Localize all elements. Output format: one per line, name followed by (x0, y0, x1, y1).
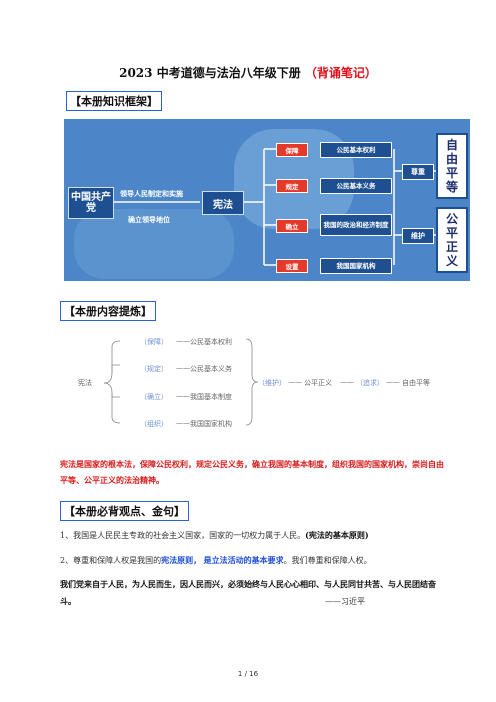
respect-box: 尊重 (402, 164, 434, 180)
maintain-box: 维护 (402, 228, 434, 244)
content-item-4: 我国国家机构 (190, 420, 232, 428)
freedom-equality-column: 自 由 平 等 (436, 133, 468, 199)
title-suffix: （背诵笔记） (304, 66, 377, 80)
knowledge-framework-diagram: 中国共产党 领导人民制定和实施 确立领导地位 宪法 保障 公民基本权利 规定 公… (64, 119, 470, 281)
summary-paragraph: 宪法是国家的根本法，保障公民权利，规定公民义务，确立我国的基本制度，组织我国的国… (60, 459, 444, 485)
content-dash-4: —— (176, 419, 190, 427)
content-connectors (103, 338, 259, 426)
key-point-1-note: (宪法的基本原则) (305, 530, 369, 540)
key-point-2-a: 2、尊重和保障人权是我国的 (60, 556, 162, 565)
content-tag-4: （组织） (140, 420, 168, 428)
tag-stipulate: 规定 (276, 179, 308, 193)
content-dash-1: —— (176, 337, 190, 345)
tag-set-up: 设置 (276, 259, 308, 273)
item-duties: 公民基本义务 (320, 178, 392, 194)
key-point-1-text: 1、我国是人民民主专政的社会主义国家，国家的一切权力属于人民。 (60, 531, 306, 540)
content-tag-2: （规定） (140, 365, 168, 373)
content-tail-dash-2: —— (340, 378, 354, 386)
content-tail-pursue: （追求） (356, 379, 384, 387)
constitution-box: 宪法 (202, 191, 244, 215)
content-tail-dash-1: —— (288, 378, 302, 386)
content-item-2: 公民基本义务 (190, 365, 232, 373)
content-summary-diagram: 宪法 （保障） —— 公民基本权利 （规定） —— 公民基本义务 （确立） ——… (64, 335, 470, 435)
key-point-1: 1、我国是人民民主专政的社会主义国家，国家的一切权力属于人民。(宪法的基本原则) (60, 529, 369, 542)
tag-guarantee: 保障 (276, 143, 308, 157)
quote-paragraph: 我们党来自于人民，为人民而生，因人民而兴，必须始终与人民心心相印、与人民同甘共苦… (60, 579, 436, 606)
content-tail-fairness: 公平正义 (304, 379, 332, 387)
document-title: 2023 中考道德与法治八年级下册 （背诵笔记） (0, 64, 496, 81)
content-tail-maintain: （维护） (258, 379, 286, 387)
link-bottom-label: 确立领导地位 (128, 216, 170, 224)
title-main: 中考道德与法治八年级下册 (156, 66, 301, 80)
fairness-justice-column: 公 平 正 义 (436, 207, 468, 273)
key-point-2: 2、尊重和保障人权是我国的宪法原则， 是立法活动的基本要求。我们尊重和保障人权。 (60, 554, 372, 567)
key-point-2-b: 宪法原则， (161, 555, 202, 565)
content-tail-dash-3: —— (386, 378, 400, 386)
content-tag-3: （确立） (140, 393, 168, 401)
framework-connectors (114, 148, 436, 266)
tag-establish: 确立 (276, 219, 308, 233)
item-state-organs: 我国国家机构 (320, 258, 392, 274)
page-number: 1 / 16 (237, 670, 259, 678)
content-dash-2: —— (176, 364, 190, 372)
item-rights: 公民基本权利 (320, 142, 392, 158)
key-point-2-c: 是立法活动的基本要求 (203, 555, 284, 565)
section-heading-content: 【本册内容提炼】 (60, 301, 156, 321)
content-tag-1: （保障） (140, 338, 168, 346)
content-dash-3: —— (176, 392, 190, 400)
content-item-1: 公民基本权利 (190, 338, 232, 346)
quote-author: ——习近平 (325, 597, 365, 606)
content-item-3: 我国基本制度 (190, 393, 232, 401)
item-systems: 我国的政治和经济制度 (320, 214, 392, 236)
content-tail-freedom: 自由平等 (402, 379, 430, 387)
cpc-box: 中国共产党 (68, 187, 114, 219)
title-year: 2023 (119, 66, 153, 80)
content-root: 宪法 (78, 379, 92, 387)
section-heading-framework: 【本册知识框架】 (66, 91, 162, 111)
link-top-label: 领导人民制定和实施 (120, 190, 183, 198)
section-heading-key-points: 【本册必背观点、金句】 (60, 501, 189, 521)
key-point-2-d: 。我们尊重和保障人权。 (283, 556, 372, 565)
